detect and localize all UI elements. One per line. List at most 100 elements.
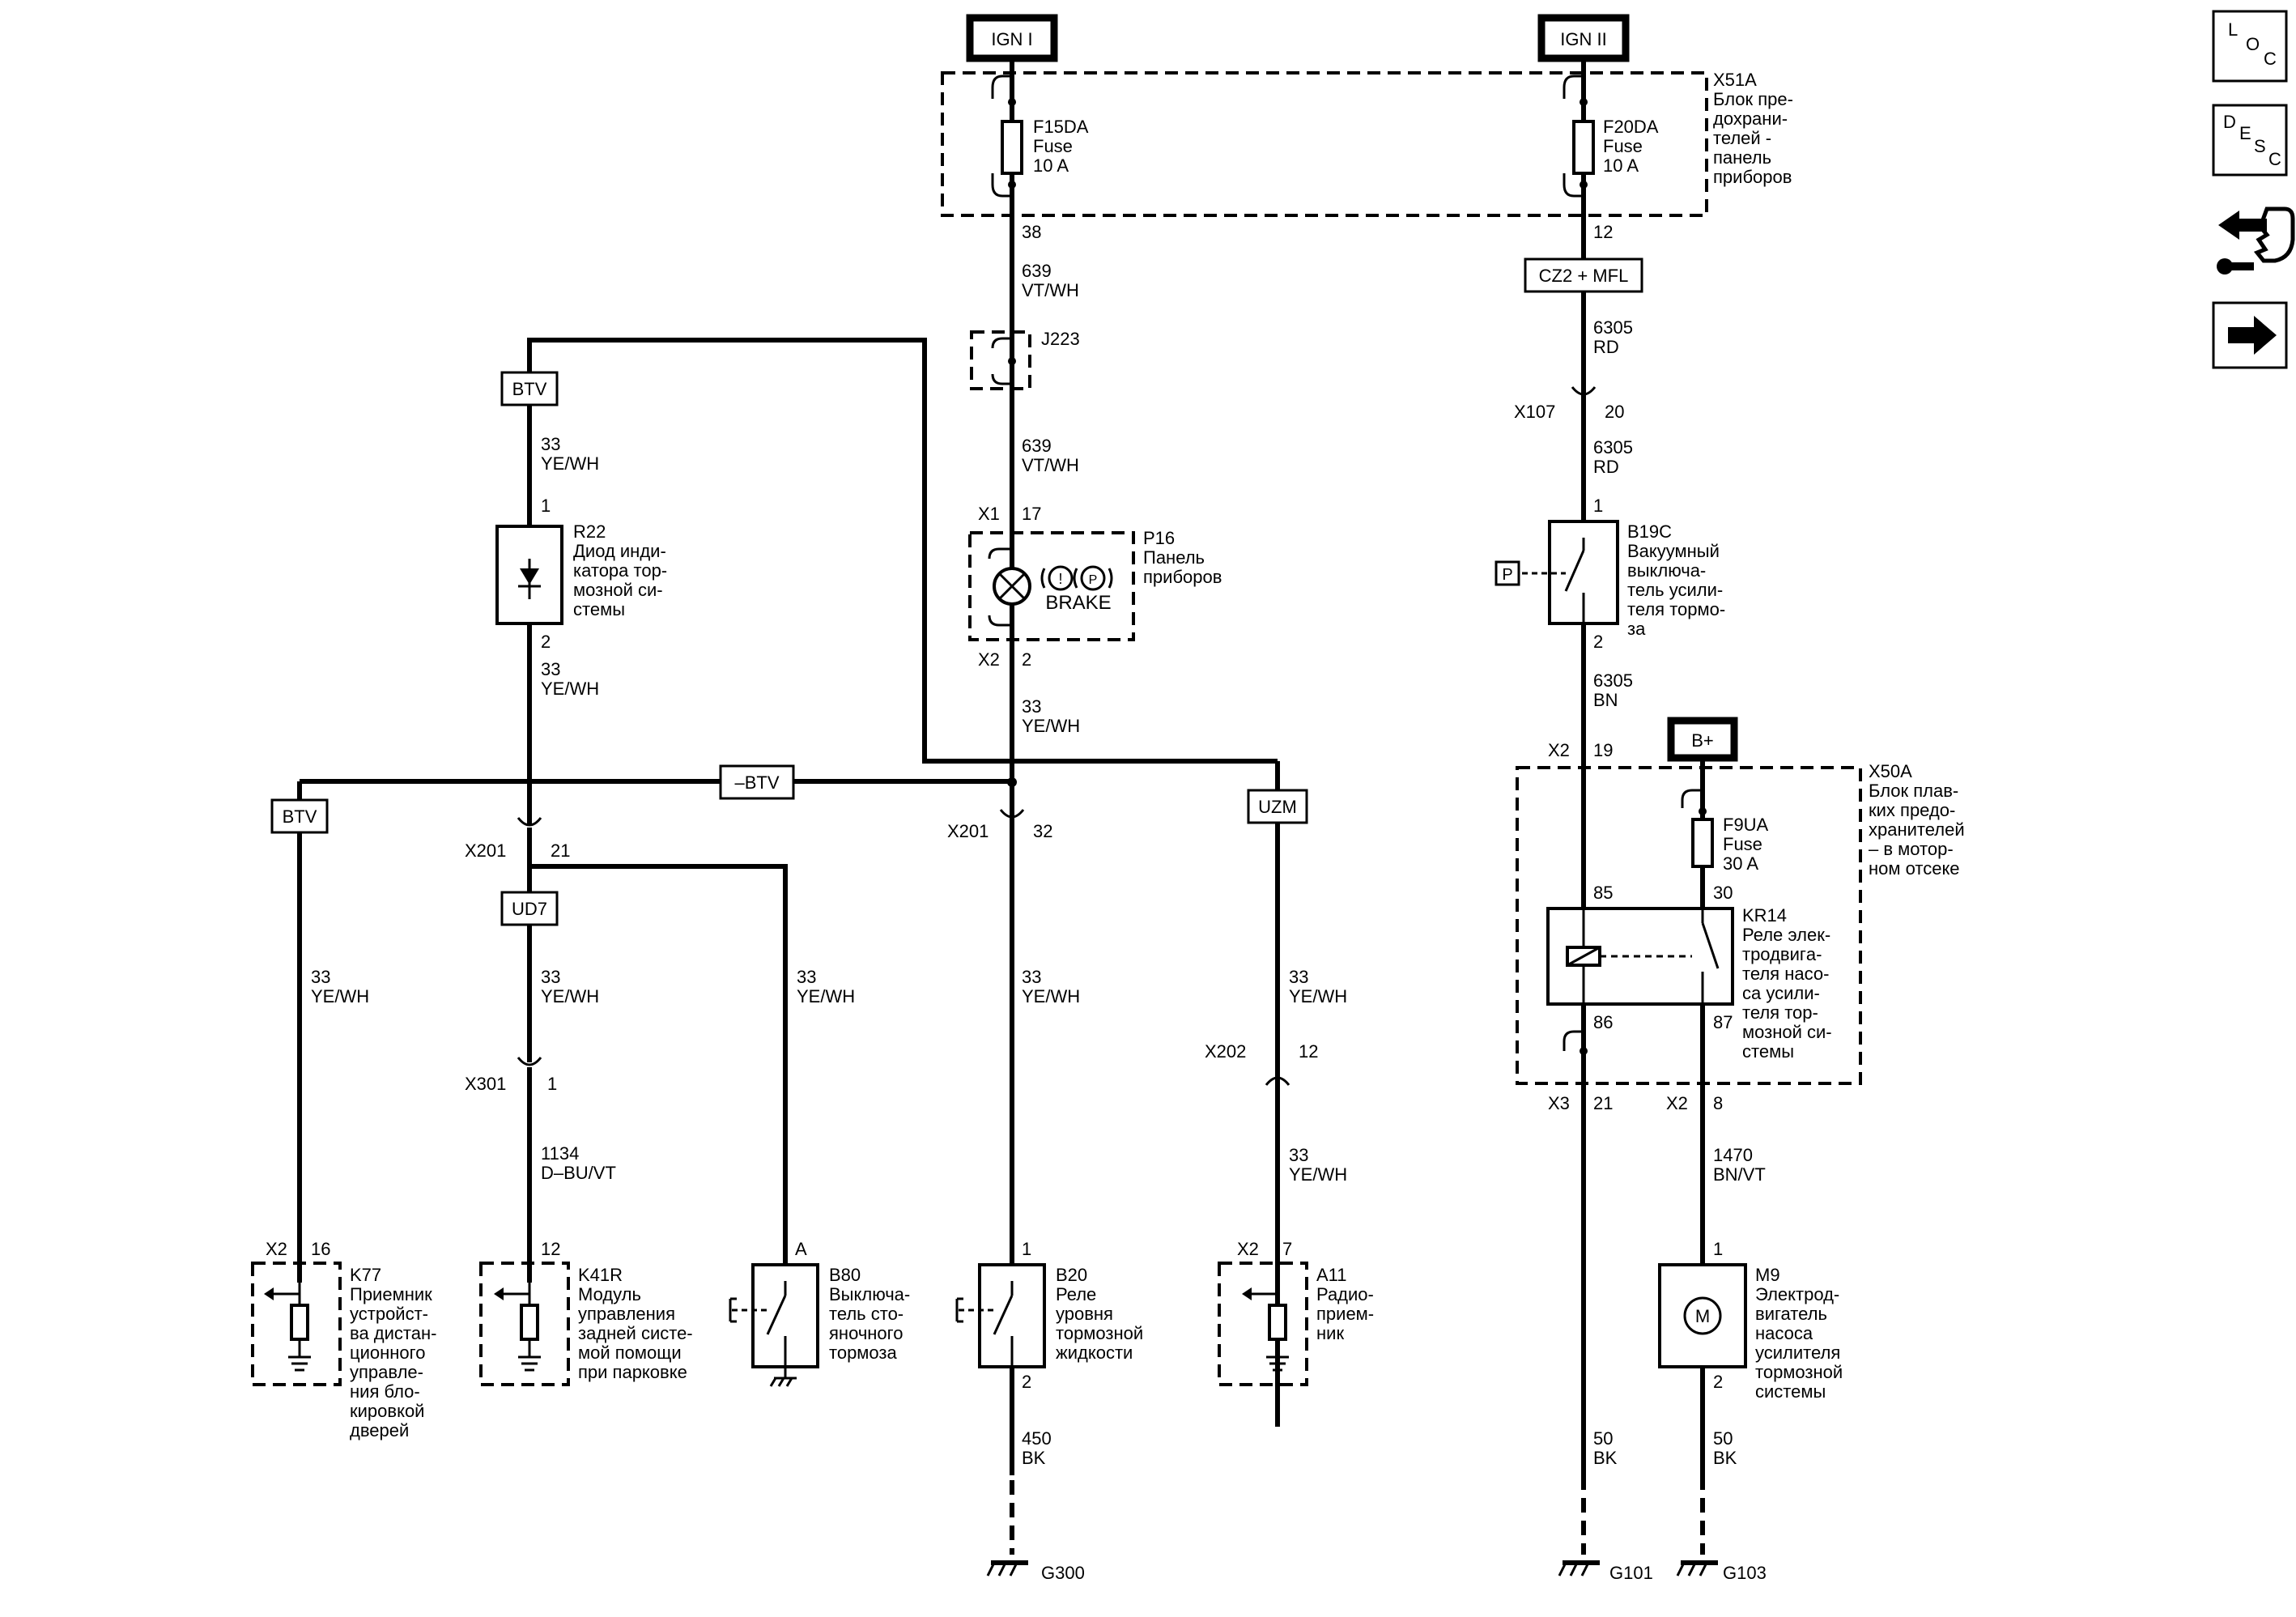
diode-r22: 1 R22 Диод инди- катора тор- мозной си- … [495, 496, 667, 652]
svg-text:50: 50 [1593, 1428, 1613, 1449]
svg-text:BK: BK [1022, 1448, 1046, 1468]
connector-view-icon[interactable] [2217, 206, 2295, 274]
svg-text:X202: X202 [1205, 1041, 1246, 1062]
svg-text:38: 38 [1022, 222, 1041, 242]
svg-text:12: 12 [1593, 222, 1613, 242]
svg-text:33: 33 [541, 967, 560, 987]
svg-text:17: 17 [1022, 504, 1041, 524]
switch-b19c: 1 P B19C Вакуумный выключа- тель усили- … [1495, 496, 1725, 652]
svg-text:30: 30 [1713, 883, 1733, 903]
svg-text:Вакуумный: Вакуумный [1627, 541, 1720, 561]
svg-text:33: 33 [311, 967, 330, 987]
svg-text:тель сто-: тель сто- [829, 1304, 904, 1324]
loc-button[interactable]: L O C [2212, 10, 2288, 83]
svg-text:YE/WH: YE/WH [1289, 986, 1347, 1006]
svg-text:X2: X2 [1548, 740, 1570, 760]
svg-text:YE/WH: YE/WH [541, 986, 599, 1006]
svg-text:P16: P16 [1143, 528, 1175, 548]
wire-label-33-ud7: 33 YE/WH [541, 967, 599, 1006]
svg-text:теля тор-: теля тор- [1742, 1002, 1818, 1023]
svg-text:са усили-: са усили- [1742, 983, 1820, 1003]
svg-text:21: 21 [1593, 1093, 1613, 1113]
tag-btv-left: BTV [270, 798, 329, 834]
svg-text:Радио-: Радио- [1316, 1284, 1374, 1304]
relay-coil-terminal [1563, 1030, 1588, 1055]
fuse-block-x50a-label: X50A Блок плав- ких предо- хранителей – … [1869, 761, 1965, 879]
svg-text:X3: X3 [1548, 1093, 1570, 1113]
wire-label-639-a: 639 VT/WH [1022, 261, 1079, 300]
svg-text:YE/WH: YE/WH [311, 986, 369, 1006]
svg-text:K41R: K41R [578, 1265, 623, 1285]
svg-text:C: C [2264, 49, 2277, 69]
svg-text:1: 1 [541, 496, 551, 516]
svg-text:Блок пре-: Блок пре- [1713, 89, 1793, 109]
instrument-cluster-p16: X1 17 ! P BRAKE P16 Панель приборов X2 2 [968, 504, 1222, 670]
svg-text:кировкой: кировкой [350, 1401, 424, 1421]
brake-warning-icon: ! P [1040, 565, 1113, 591]
svg-text:Выключа-: Выключа- [829, 1284, 910, 1304]
svg-text:X2: X2 [1666, 1093, 1688, 1113]
svg-text:стемы: стемы [573, 599, 625, 619]
svg-text:X301: X301 [465, 1074, 506, 1094]
svg-text:87: 87 [1713, 1012, 1733, 1032]
svg-text:Панель: Панель [1143, 547, 1205, 568]
svg-text:B80: B80 [829, 1265, 861, 1285]
svg-text:Диод инди-: Диод инди- [573, 541, 666, 561]
svg-text:BRAKE: BRAKE [1045, 592, 1111, 614]
svg-text:Реле: Реле [1056, 1284, 1096, 1304]
wire-label-33-btv2: 33 YE/WH [541, 659, 599, 699]
svg-text:G300: G300 [1041, 1563, 1085, 1583]
svg-text:задней систе-: задней систе- [578, 1323, 693, 1343]
svg-text:33: 33 [1289, 1145, 1308, 1165]
svg-text:RD: RD [1593, 457, 1619, 477]
svg-text:BN: BN [1593, 690, 1618, 710]
svg-text:2: 2 [1022, 1372, 1031, 1392]
wire-label-50-b: 50 BK [1713, 1428, 1737, 1468]
svg-text:вигатель: вигатель [1755, 1304, 1827, 1324]
module-k41r: 12 K41R Модуль управления задней систе- … [479, 1239, 693, 1386]
svg-text:F15DA: F15DA [1033, 117, 1089, 137]
svg-text:2: 2 [541, 632, 551, 652]
svg-text:8: 8 [1713, 1093, 1723, 1113]
svg-text:ния бло-: ния бло- [350, 1381, 420, 1402]
svg-text:D–BU/VT: D–BU/VT [541, 1163, 616, 1183]
wire-label-639-b: 639 VT/WH [1022, 436, 1079, 475]
wire-label-33-btv1: 33 YE/WH [541, 434, 599, 474]
svg-text:10 A: 10 A [1603, 155, 1639, 176]
svg-text:50: 50 [1713, 1428, 1733, 1449]
svg-text:YE/WH: YE/WH [1022, 716, 1080, 736]
svg-text:86: 86 [1593, 1012, 1613, 1032]
next-arrow-button[interactable] [2212, 301, 2288, 369]
svg-text:тормоза: тормоза [829, 1343, 898, 1363]
svg-text:30 A: 30 A [1723, 853, 1758, 874]
svg-text:BK: BK [1593, 1448, 1618, 1468]
svg-text:B20: B20 [1056, 1265, 1087, 1285]
svg-text:ких предо-: ких предо- [1869, 800, 1955, 820]
svg-text:Fuse: Fuse [1033, 136, 1073, 156]
svg-text:насоса: насоса [1755, 1323, 1813, 1343]
wire-label-33-center: 33 YE/WH [1022, 696, 1080, 736]
wire-label-33-a11: 33 YE/WH [1289, 1145, 1347, 1185]
svg-text:RD: RD [1593, 337, 1619, 357]
svg-text:12: 12 [1299, 1041, 1318, 1062]
ign1-tag: IGN I [966, 14, 1058, 62]
svg-text:X1: X1 [978, 504, 1000, 524]
svg-text:!: ! [1058, 571, 1062, 587]
wire-label-33-k77: 33 YE/WH [311, 967, 369, 1006]
svg-text:уровня: уровня [1056, 1304, 1113, 1324]
svg-text:G103: G103 [1723, 1563, 1767, 1583]
desc-button[interactable]: D E S C [2212, 104, 2288, 177]
motor-m9: 1 M M9 Электрод- вигатель насоса усилите… [1658, 1239, 1843, 1402]
svg-text:UZM: UZM [1258, 797, 1297, 817]
svg-text:33: 33 [541, 659, 560, 679]
svg-text:YE/WH: YE/WH [1289, 1164, 1347, 1185]
svg-text:мозной си-: мозной си- [573, 580, 663, 600]
svg-text:BN/VT: BN/VT [1713, 1164, 1766, 1185]
svg-text:K77: K77 [350, 1265, 381, 1285]
svg-text:YE/WH: YE/WH [797, 986, 855, 1006]
svg-text:F20DA: F20DA [1603, 117, 1659, 137]
svg-text:–BTV: –BTV [734, 772, 779, 793]
svg-text:6305: 6305 [1593, 670, 1633, 691]
wire-label-6305-a: 6305 RD [1593, 317, 1633, 357]
